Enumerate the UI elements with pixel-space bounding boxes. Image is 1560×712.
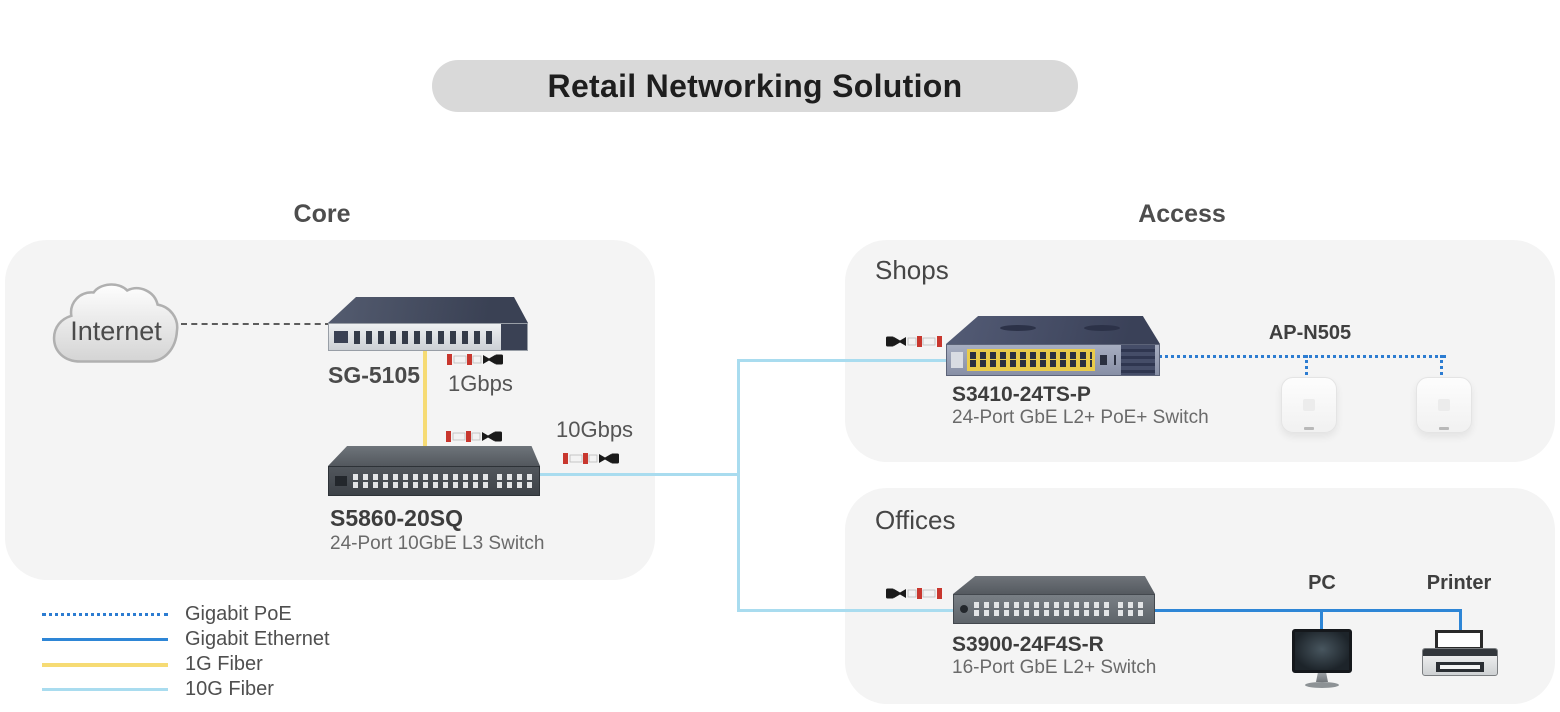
s3900-device-image [953, 576, 1155, 624]
title-pill: Retail Networking Solution [432, 60, 1078, 112]
side-vents [1121, 345, 1155, 375]
port-row [1118, 602, 1148, 608]
legend-swatch-light-blue [42, 688, 168, 691]
monitor-stand [1316, 673, 1328, 682]
s3900-name: S3900-24F4S-R [952, 633, 1104, 656]
printer-icon [1422, 630, 1498, 676]
sfp-ports [1100, 355, 1116, 365]
gigabit-poe-drop-ap1 [1305, 355, 1308, 380]
sfp-transceiver-icon [447, 352, 505, 367]
s3410-name: S3410-24TS-P [952, 383, 1091, 406]
printer-top-band [1423, 649, 1497, 656]
ethernet-ports [974, 600, 1112, 618]
status-led-block [334, 331, 348, 343]
vent-slot [1084, 325, 1120, 331]
fiber-1g-link [423, 350, 427, 474]
desktop-monitor-icon [1292, 629, 1352, 688]
sfp-transceiver-icon [446, 429, 504, 444]
gigabit-poe-drop-ap2 [1440, 355, 1443, 380]
legend-label: Gigabit Ethernet [185, 628, 330, 650]
internet-dashed-link [181, 323, 331, 325]
legend-item-1g-fiber: 1G Fiber [42, 652, 330, 677]
switch-front-face [328, 466, 540, 496]
sfp-transceiver-icon [884, 334, 942, 349]
switch-front-face [946, 344, 1160, 376]
gigabit-poe-link [1158, 355, 1446, 358]
uplink-ports [1118, 600, 1148, 618]
ethernet-ports [354, 330, 495, 344]
printer-label: Printer [1426, 572, 1492, 594]
gigabit-ethernet-link [1150, 609, 1462, 612]
s5860-device-image [328, 446, 540, 496]
legend-swatch-dotted-blue [42, 613, 168, 616]
s3410-description: 24-Port GbE L2+ PoE+ Switch [952, 407, 1209, 428]
internet-node: Internet [50, 282, 182, 372]
gigabit-ethernet-drop-pc [1320, 609, 1323, 642]
gigabit-ethernet-drop-printer [1459, 609, 1462, 642]
wireless-ap-icon [1416, 377, 1472, 433]
wireless-ap-icon [1281, 377, 1337, 433]
port-row [970, 360, 1092, 367]
s3900-description: 16-Port GbE L2+ Switch [952, 657, 1157, 678]
switch-top-face [328, 446, 540, 466]
switch-front-face [328, 323, 528, 351]
s3410-device-image [946, 316, 1160, 378]
switch-front-face [953, 594, 1155, 624]
legend-item-gigabit-ethernet: Gigabit Ethernet [42, 627, 330, 652]
power-led [960, 605, 968, 613]
ap-n505-label: AP-N505 [1268, 322, 1352, 344]
legend-swatch-solid-blue [42, 638, 168, 641]
legend-item-gigabit-poe: Gigabit PoE [42, 602, 330, 627]
pc-label: PC [1308, 572, 1336, 594]
port-row [974, 602, 1112, 608]
legend-swatch-yellow [42, 662, 168, 667]
fiber-10g-trunk [737, 359, 740, 612]
fiber-10g-link-offices [737, 609, 960, 612]
port-row [970, 352, 1092, 359]
fiber-10g-link-shops [737, 359, 955, 362]
legend-item-10g-fiber: 10G Fiber [42, 677, 330, 702]
legend-label: 10G Fiber [185, 678, 274, 700]
chassis-end-cap [501, 324, 527, 350]
vent-slot [1000, 325, 1036, 331]
access-section-header: Access [1138, 200, 1226, 228]
switch-top-face [328, 297, 528, 323]
printer-output-slot [1436, 662, 1484, 672]
page-title: Retail Networking Solution [547, 67, 963, 104]
sfp-transceiver-icon [884, 586, 942, 601]
port-row [497, 474, 533, 480]
port-row [497, 482, 533, 488]
port-row [974, 610, 1112, 616]
sfp-transceiver-icon [563, 451, 621, 466]
fiber-10g-link-core [536, 473, 740, 476]
link-speed-1gbps: 1Gbps [448, 371, 513, 396]
sg5105-device-image [328, 297, 528, 351]
shops-group-label: Shops [875, 255, 949, 285]
legend-label: 1G Fiber [185, 653, 263, 675]
monitor-screen [1292, 629, 1352, 673]
legend: Gigabit PoE Gigabit Ethernet 1G Fiber 10… [42, 602, 330, 702]
monitor-base [1305, 682, 1339, 688]
switch-top-face [953, 576, 1155, 594]
offices-group-label: Offices [875, 505, 956, 535]
printer-paper-tray [1435, 630, 1483, 650]
front-label-plate [951, 352, 963, 368]
port-row [1118, 610, 1148, 616]
poe-port-block [967, 349, 1095, 371]
internet-label: Internet [70, 316, 162, 346]
s5860-name: S5860-20SQ [330, 505, 463, 531]
cloud-icon [52, 283, 179, 363]
link-speed-10gbps: 10Gbps [556, 417, 634, 442]
sfp-ports [353, 472, 491, 490]
port-row [353, 474, 491, 480]
uplink-ports [497, 472, 533, 490]
printer-body [1422, 648, 1498, 676]
core-section-header: Core [293, 200, 351, 228]
sg5105-name: SG-5105 [328, 362, 421, 388]
legend-label: Gigabit PoE [185, 603, 292, 625]
s5860-description: 24-Port 10GbE L3 Switch [330, 533, 545, 554]
brand-badge [335, 476, 347, 486]
switch-top-face [946, 316, 1160, 344]
port-row [353, 482, 491, 488]
